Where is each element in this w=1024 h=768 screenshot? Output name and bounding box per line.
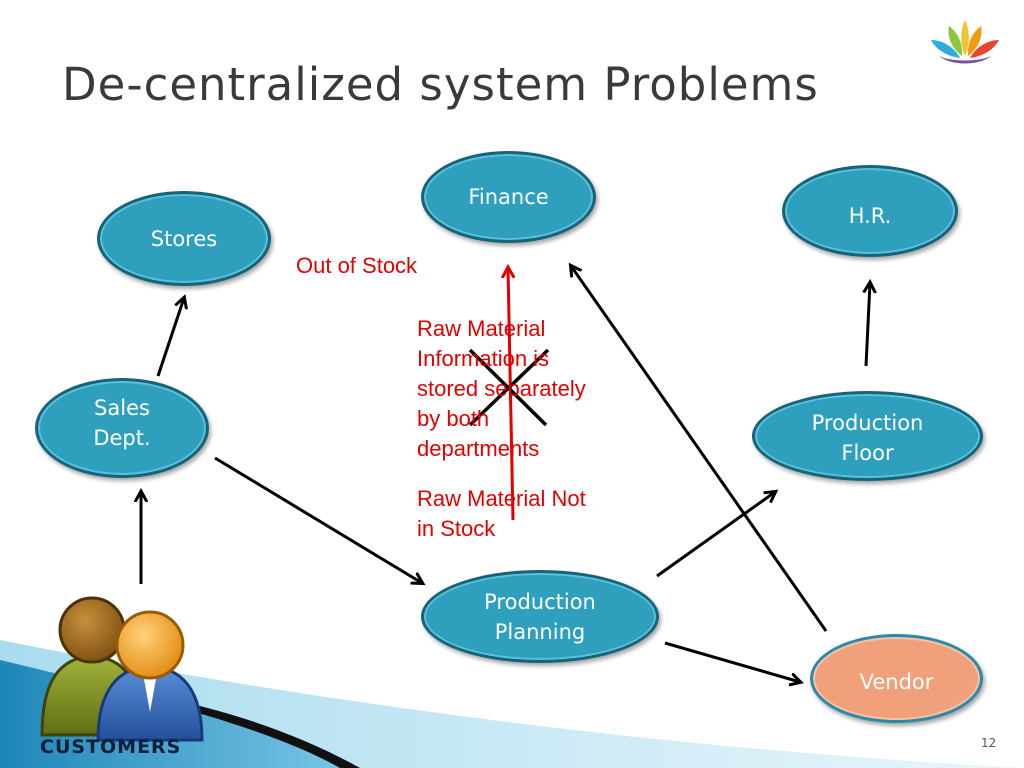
node-hr: H.R. xyxy=(782,165,958,257)
arrow-production-floor-to-hr xyxy=(866,283,870,367)
arrow-sales-to-stores xyxy=(156,298,184,377)
person-front-icon xyxy=(96,610,204,742)
node-sales-dept: Sales Dept. xyxy=(35,378,209,478)
lotus-logo xyxy=(931,20,999,64)
node-vendor-label: Vendor xyxy=(859,670,934,694)
slide-title: De-centralized system Problems xyxy=(62,58,819,111)
node-stores-label: Stores xyxy=(150,227,218,251)
arrow-planning-to-vendor xyxy=(664,641,800,682)
node-vendor: Vendor xyxy=(810,634,983,723)
node-sales-dept-label: Sales Dept. xyxy=(93,396,151,450)
page-number: 12 xyxy=(981,736,997,750)
node-production-floor: Production Floor xyxy=(752,391,983,481)
node-production-floor-label: Production Floor xyxy=(811,411,924,465)
annotation-raw-material-info: Raw Material Information is stored separ… xyxy=(417,316,586,461)
node-finance: Finance xyxy=(421,151,596,243)
annotation-raw-material-not-in-stock: Raw Material Not in Stock xyxy=(417,486,586,541)
node-production-planning: Production Planning xyxy=(421,570,659,663)
cross-mark xyxy=(468,348,550,427)
node-finance-label: Finance xyxy=(468,185,549,209)
node-stores: Stores xyxy=(97,191,271,286)
arrow-vendor-to-finance xyxy=(571,266,828,632)
node-hr-label: H.R. xyxy=(848,204,892,228)
arrow-planning-to-production-floor xyxy=(656,492,775,578)
annotation-out-of-stock: Out of Stock xyxy=(296,253,418,278)
customers-label: CUSTOMERS xyxy=(40,736,182,758)
arrow-sales-to-production-planning xyxy=(214,456,422,583)
node-production-planning-label: Production Planning xyxy=(484,590,596,644)
arrow-red-to-finance xyxy=(508,268,513,521)
